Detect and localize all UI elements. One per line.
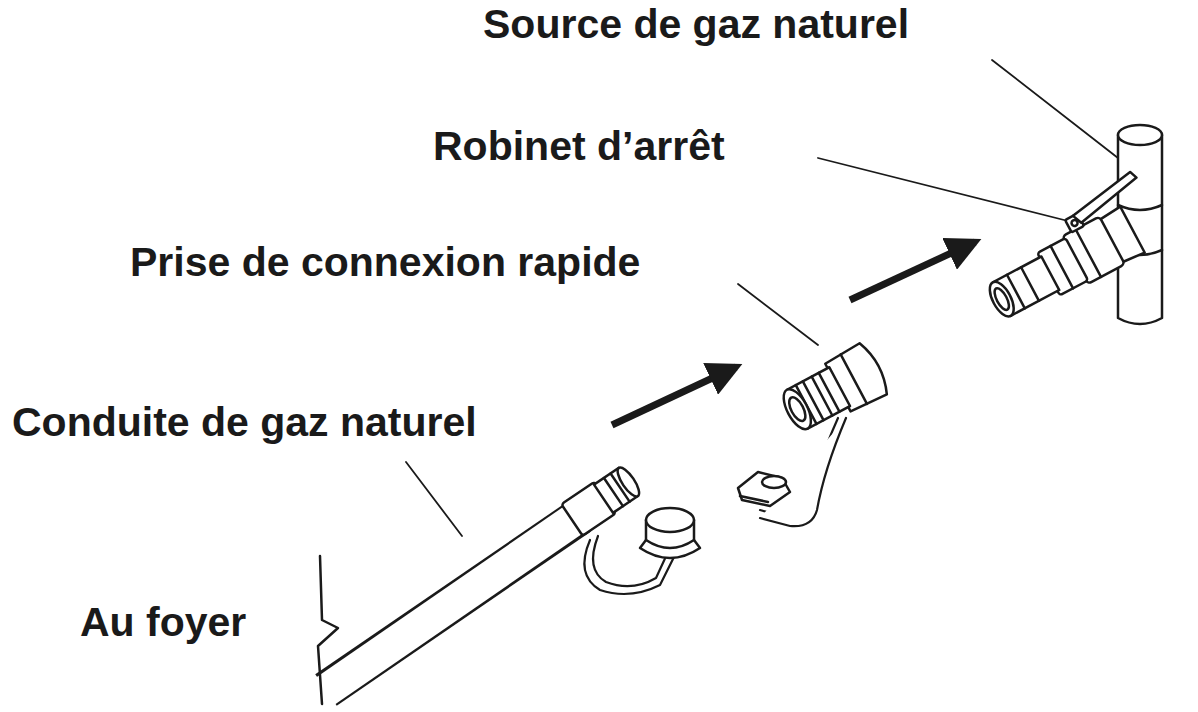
part-label: Conduite de gaz naturel [12, 400, 477, 445]
part-label: Au foyer [80, 600, 246, 645]
shutoff-valve [969, 171, 1169, 328]
gas-hose [318, 463, 700, 704]
direction-arrows [612, 242, 975, 425]
part-label: Robinet d’arrêt [433, 124, 725, 169]
part-label: Source de gaz naturel [483, 2, 909, 47]
quick-connect-plug [738, 340, 892, 526]
leader-lines [406, 60, 1118, 536]
part-label: Prise de connexion rapide [130, 240, 640, 285]
